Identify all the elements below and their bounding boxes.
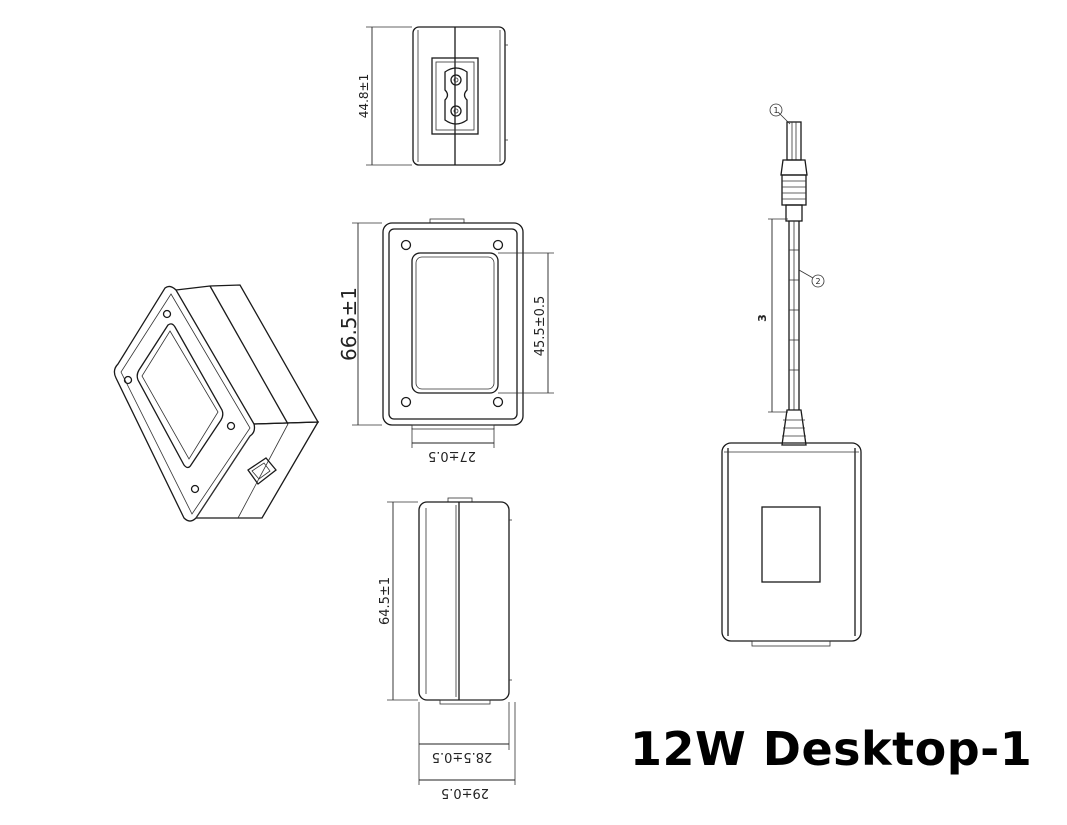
isometric-view [113,284,320,522]
front-view: 66.5±1 45.5±0.5 27±0.5 [337,218,554,463]
cable-view: 1 2 3 [721,103,862,647]
page-title: 12W Desktop-1 [630,722,1033,776]
dim-side-width-outer: 29±0.5 [441,785,489,800]
dim-top-height: 44.8±1 [357,74,371,118]
dim-cable-length: 3 [756,314,769,322]
dim-side-width-inner: 28.5±0.5 [432,749,493,764]
dim-front-window: 45.5±0.5 [533,296,548,357]
dim-front-height: 66.5±1 [337,287,361,361]
dim-front-width: 27±0.5 [428,448,476,463]
dim-side-height: 64.5±1 [378,577,393,625]
side-view: 64.5±1 28.5±0.5 29±0.5 [378,497,516,800]
callout-cable: 2 [815,277,820,286]
callout-plug: 1 [773,106,778,115]
top-view: 44.8±1 [357,26,508,166]
